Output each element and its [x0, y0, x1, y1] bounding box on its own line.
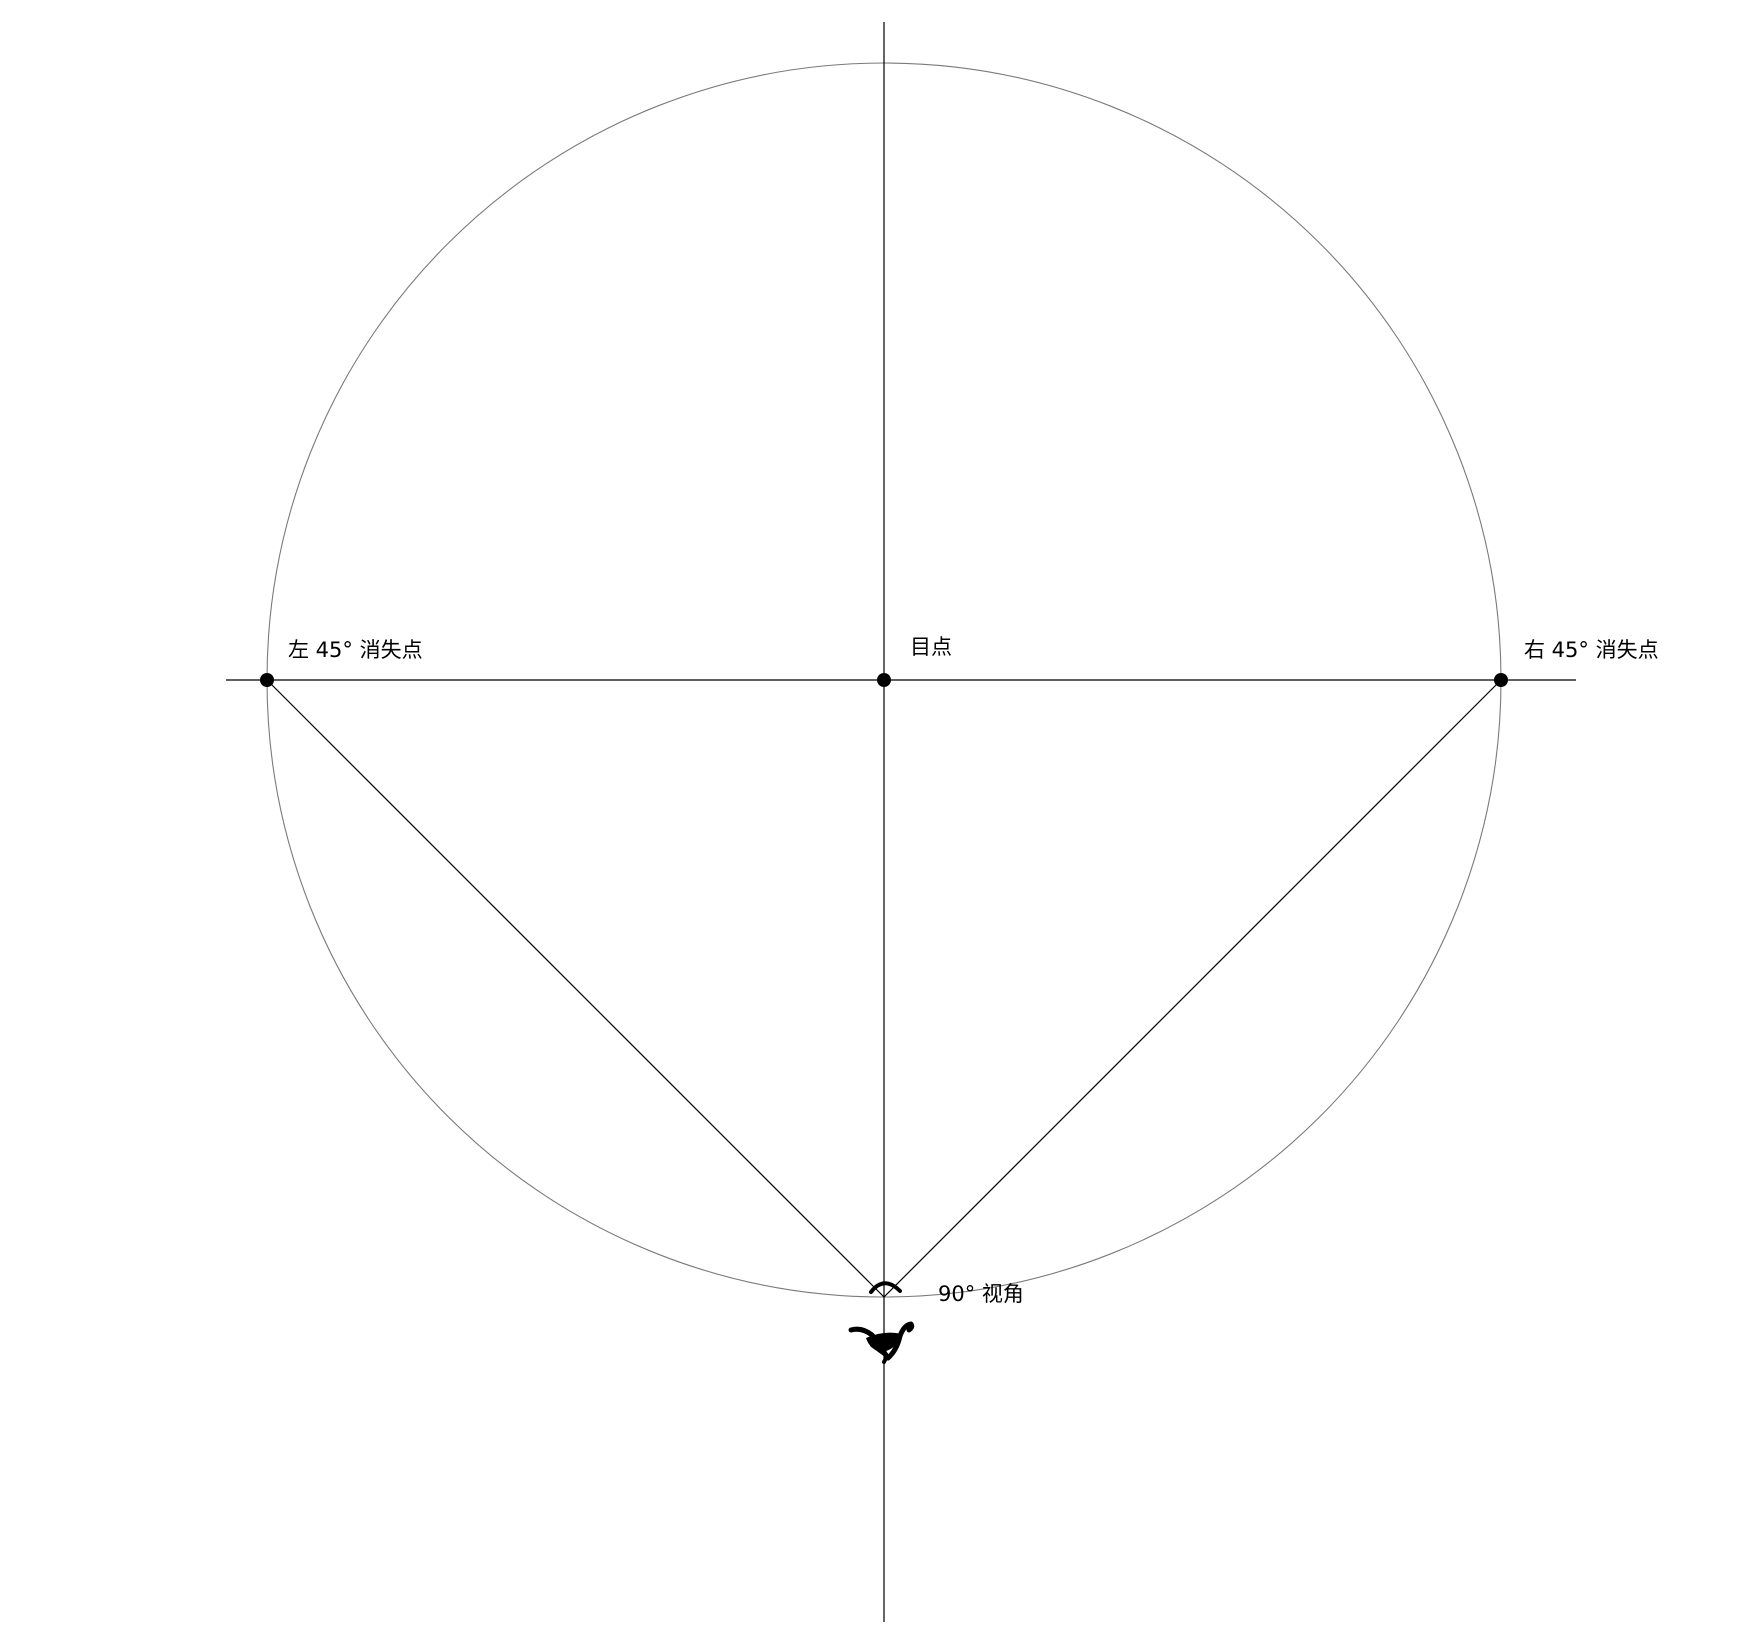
center-point-label: 目点	[910, 635, 952, 659]
right-vanishing-point-label: 右 45° 消失点	[1524, 638, 1659, 662]
right-sight-line	[883, 679, 1502, 1298]
center-point	[877, 673, 891, 687]
left-vanishing-point	[260, 673, 274, 687]
view-angle-arc	[869, 1281, 902, 1294]
left-vanishing-point-label: 左 45° 消失点	[288, 638, 423, 662]
left-sight-line	[266, 679, 885, 1298]
eye-icon	[848, 1321, 915, 1364]
view-angle-label: 90° 视角	[938, 1282, 1024, 1306]
right-vanishing-point	[1494, 673, 1508, 687]
